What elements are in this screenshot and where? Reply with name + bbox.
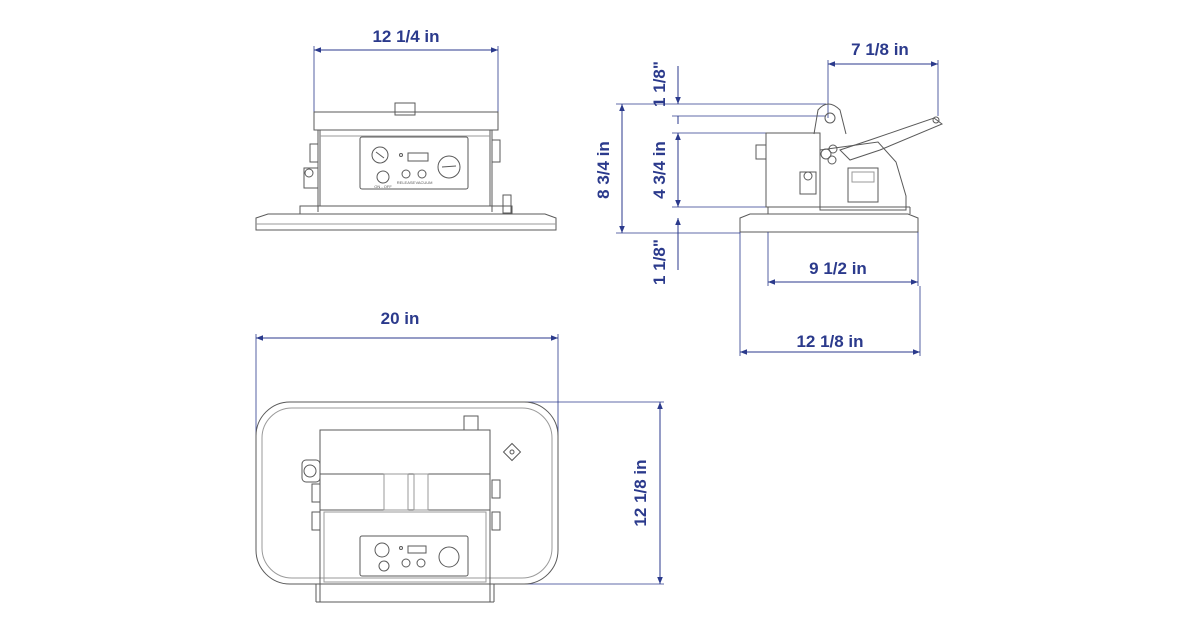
side-body [765,132,821,208]
side-latch [755,144,767,160]
base-width-label: 12 1/8 in [796,332,863,351]
front-width-label: 12 1/4 in [372,27,439,46]
side-lifting-eye [813,103,847,135]
front-left-fitting [303,167,319,189]
front-on-off-label: ON - OFF [374,184,392,189]
front-release-knob [401,169,411,179]
top-clearance-label: 1 1/8" [650,61,669,107]
bottom-clearance-label: 1 1/8" [650,239,669,285]
side-base-pad [739,213,919,233]
front-release-label: RELEASE [397,180,416,185]
top-view [255,334,664,603]
front-gauge-icon [371,146,389,164]
top-depth-label: 12 1/8 in [631,459,650,526]
side-fitting [799,171,817,195]
front-left-latch [309,143,319,163]
top-handle-stub [463,415,479,431]
pad-width-label: 9 1/2 in [809,259,867,278]
front-vacuum-gauge [437,155,461,179]
front-display [407,152,429,162]
side-vacuum-block [819,141,907,211]
top-base-pad [255,401,559,585]
top-control-panel [359,535,469,577]
lever-reach-label: 7 1/8 in [851,40,909,59]
top-right-latch [491,479,501,499]
side-eye-hole [824,112,836,124]
body-height-label: 4 3/4 in [650,141,669,199]
top-diamond-marker [502,442,522,462]
front-power-switch [376,170,390,184]
side-lever [839,117,943,161]
front-body [319,129,491,207]
top-gauge-icon [374,542,390,558]
total-height-label: 8 3/4 in [594,141,613,199]
front-right-fitting [502,194,512,214]
top-width-label: 20 in [381,309,420,328]
top-middle-band [319,473,491,511]
front-vacuum-label: VACUUM [415,180,432,185]
front-top-handle [394,102,416,116]
top-vacuum-gauge [438,546,460,568]
front-control-panel [359,136,469,190]
side-vacuum-pad [847,167,879,203]
front-view [255,46,557,231]
top-left-fitting [301,459,321,483]
front-vacuum-knob [417,169,427,179]
top-left-latch [311,483,321,503]
front-base-pad [255,213,557,231]
side-view [616,60,943,356]
front-right-latch [491,139,501,163]
